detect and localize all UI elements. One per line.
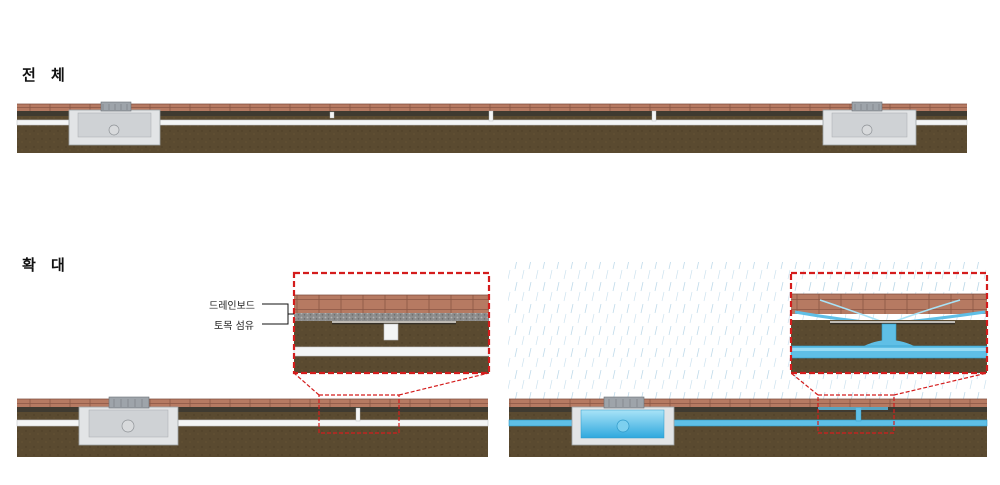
drain-board-label: 드레인보드 bbox=[209, 301, 255, 312]
zoom-rain-highlight-box bbox=[817, 394, 895, 434]
zoom-dry-inset bbox=[292, 271, 491, 375]
label-bracket bbox=[262, 303, 289, 325]
zoom-dry-highlight-box bbox=[318, 394, 400, 434]
zoom-section-title: 확 대 bbox=[22, 256, 70, 274]
overall-brick-layer bbox=[17, 104, 967, 111]
inset-gravel-layer bbox=[294, 313, 489, 321]
geotextile-label: 토목 섬유 bbox=[214, 321, 254, 332]
overall-cross-section bbox=[16, 101, 968, 153]
zoom-dry-catch-basin bbox=[78, 396, 179, 446]
overall-catch-basin-right bbox=[822, 101, 917, 146]
zoom-rain-cross-section bbox=[508, 262, 989, 457]
zoom-rain-inset bbox=[789, 271, 989, 375]
overall-catch-basin-left bbox=[68, 101, 161, 146]
zoom-rain-catch-basin bbox=[571, 396, 675, 446]
zoom-rain-drain-pipe bbox=[508, 419, 988, 427]
overall-section-title: 전 체 bbox=[22, 66, 70, 84]
zoom-dry-cross-section bbox=[16, 271, 491, 457]
